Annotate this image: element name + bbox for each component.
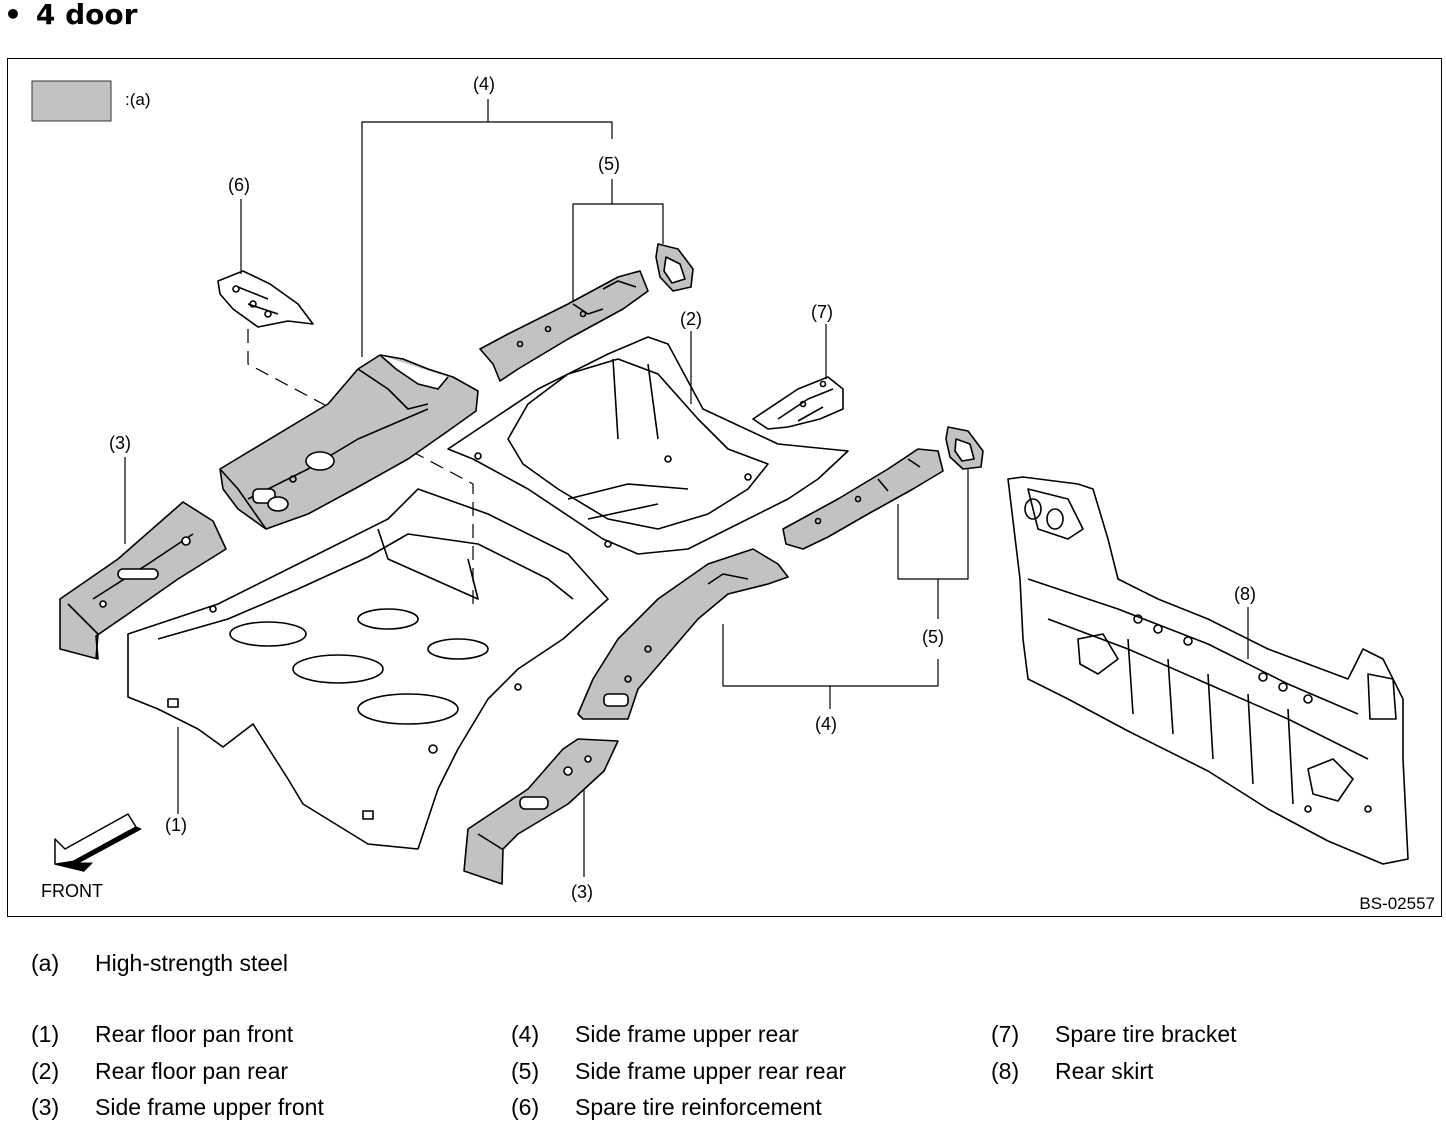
part-3-side-frame-upper-front-bottom [463, 738, 619, 885]
key-num: (1) [31, 1021, 60, 1047]
callout-line-5-right [897, 469, 969, 580]
key-text: Rear floor pan rear [95, 1058, 289, 1084]
key-num: (a) [31, 950, 60, 976]
key-text: Rear skirt [1055, 1058, 1154, 1084]
key-num: (2) [31, 1058, 60, 1084]
part-2-rear-floor-pan-rear [447, 336, 849, 555]
callout-3-left: (3) [109, 433, 131, 453]
key-num: (3) [31, 1094, 60, 1120]
front-label: FRONT [41, 881, 103, 901]
legend-swatch-label: :(a) [125, 90, 151, 109]
part-6-spare-tire-reinforcement [217, 270, 314, 328]
part-7-spare-tire-bracket [752, 376, 844, 430]
callout-4-bottom: (4) [815, 714, 837, 734]
key-text: Spare tire reinforcement [575, 1094, 822, 1120]
key-text: Spare tire bracket [1055, 1021, 1237, 1047]
part-3-side-frame-upper-front-left [59, 501, 227, 660]
callout-2: (2) [680, 309, 702, 329]
heading-title: 4 door [35, 0, 138, 31]
key-text: Side frame upper front [95, 1094, 324, 1120]
callout-6: (6) [228, 175, 250, 195]
page-heading: • 4 door [4, 0, 137, 31]
callout-line-5-top [572, 203, 664, 304]
callout-line-4-bottom [722, 624, 939, 687]
part-4-side-frame-upper-rear-left [219, 354, 479, 530]
callout-5-top: (5) [598, 154, 620, 174]
key-num: (6) [511, 1094, 540, 1120]
callout-1: (1) [165, 815, 187, 835]
callout-8: (8) [1234, 584, 1256, 604]
callout-line-4-top [361, 121, 613, 357]
key-text: High-strength steel [95, 950, 289, 976]
legend-swatch [31, 80, 112, 122]
key-text: Side frame upper rear [575, 1021, 799, 1047]
key-text: Rear floor pan front [95, 1021, 294, 1047]
key-num: (5) [511, 1058, 540, 1084]
part-8-rear-skirt [1007, 476, 1409, 865]
callout-5-right: (5) [922, 627, 944, 647]
callout-3-bottom: (3) [571, 882, 593, 902]
part-4-side-frame-upper-rear-right [577, 548, 789, 720]
part-5-side-frame-upper-rear-rear-top [479, 243, 694, 382]
callout-4-top: (4) [473, 74, 495, 94]
key-num: (7) [991, 1021, 1020, 1047]
key-text: Side frame upper rear rear [575, 1058, 847, 1084]
part-5-side-frame-upper-rear-rear-right [782, 426, 984, 550]
part-1-rear-floor-pan-front [127, 488, 609, 850]
parts-diagram [31, 80, 1409, 885]
key-num: (8) [991, 1058, 1020, 1084]
figure-code: BS-02557 [1359, 894, 1435, 913]
key-num: (4) [511, 1021, 540, 1047]
front-arrow-icon [54, 813, 142, 872]
callout-7: (7) [811, 302, 833, 322]
heading-bullet: • [4, 0, 22, 31]
diagram-frame: :(a) (4) (5) (6) (2) (7) (3) (8) (5) (4)… [7, 58, 1442, 917]
